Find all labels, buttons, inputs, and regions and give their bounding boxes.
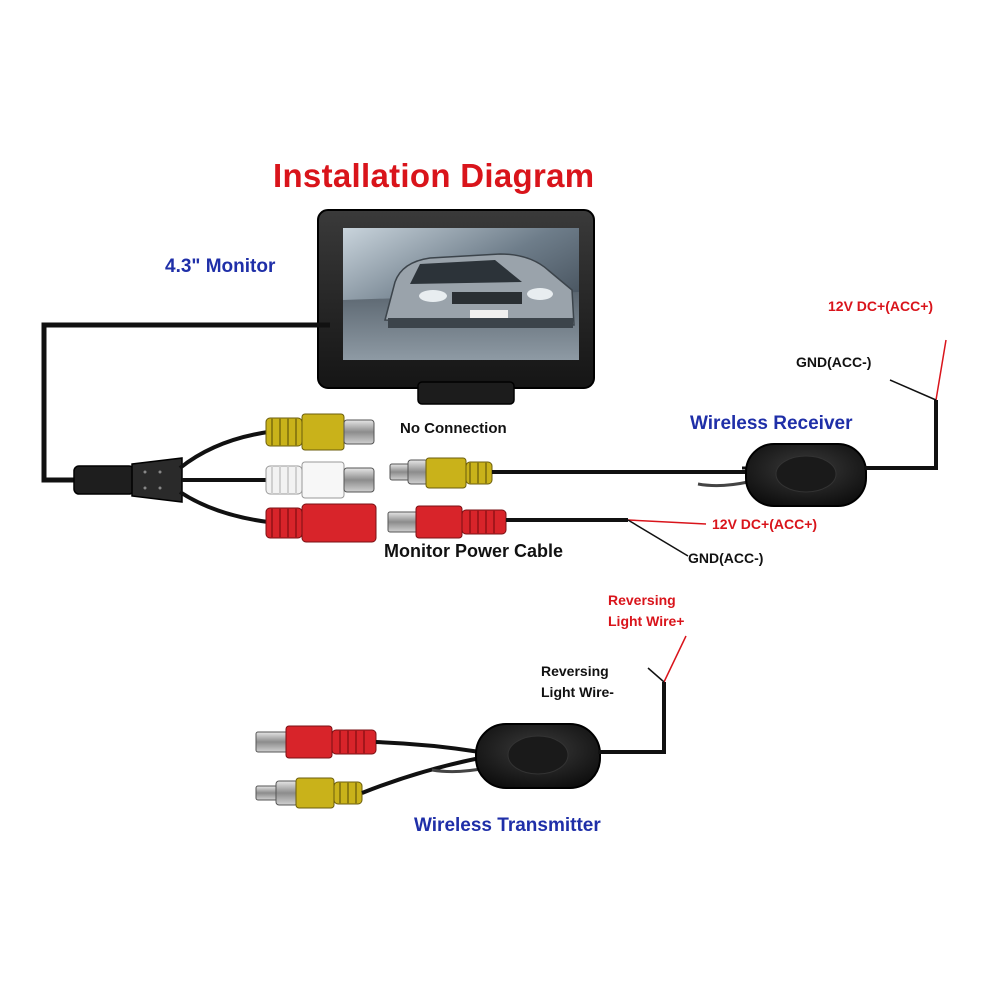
transmitter-power-cable xyxy=(598,682,666,754)
wireless-transmitter-label: Wireless Transmitter xyxy=(414,815,601,836)
cable-splitter xyxy=(73,457,183,503)
dc-male-red xyxy=(387,505,507,539)
wireless-transmitter xyxy=(431,723,601,789)
no-connection-label: No Connection xyxy=(400,420,507,437)
rca-female-yellow xyxy=(265,413,375,451)
receiver-ground-label: GND(ACC-) xyxy=(796,354,872,370)
receiver-black-lead xyxy=(889,379,937,401)
rca-male-yellow xyxy=(389,457,493,489)
rca-female-white xyxy=(265,461,375,499)
transmitter-red-lead xyxy=(663,635,687,683)
transmitter-black-lead xyxy=(647,667,665,683)
monitor-cable xyxy=(41,322,330,483)
transmitter-cable-yellow xyxy=(361,756,481,795)
cable-power-label: 12V DC+(ACC+) xyxy=(712,516,818,532)
transmitter-cable-red xyxy=(375,740,481,754)
transmitter-rca-plug xyxy=(255,777,363,809)
power-cable-black-lead xyxy=(627,519,689,557)
wireless-receiver-label: Wireless Receiver xyxy=(690,413,853,434)
receiver-red-lead xyxy=(935,339,947,401)
splitter-branch-yellow xyxy=(178,430,269,470)
power-cable-red-lead xyxy=(627,519,707,525)
monitor xyxy=(317,209,595,405)
dc-female-red xyxy=(265,503,377,543)
car-image xyxy=(384,253,575,328)
receiver-power-cable xyxy=(864,400,938,470)
receiver-power-label: 12V DC+(ACC+) xyxy=(828,298,934,314)
wireless-receiver xyxy=(697,443,867,507)
reversing-wire-plus-line2: Light Wire+ xyxy=(608,613,685,629)
cable-ground-label: GND(ACC-) xyxy=(688,550,764,566)
diagram-title: Installation Diagram xyxy=(273,157,595,194)
monitor-label: 4.3" Monitor xyxy=(165,256,276,277)
transmitter-dc-plug xyxy=(255,725,377,759)
reversing-wire-plus-line1: Reversing xyxy=(608,592,676,608)
splitter-branch-red xyxy=(178,490,269,524)
reversing-wire-minus-line1: Reversing xyxy=(541,663,609,679)
reversing-wire-minus-line2: Light Wire- xyxy=(541,684,614,700)
monitor-power-cable-label: Monitor Power Cable xyxy=(384,541,564,561)
monitor-base xyxy=(417,381,515,405)
